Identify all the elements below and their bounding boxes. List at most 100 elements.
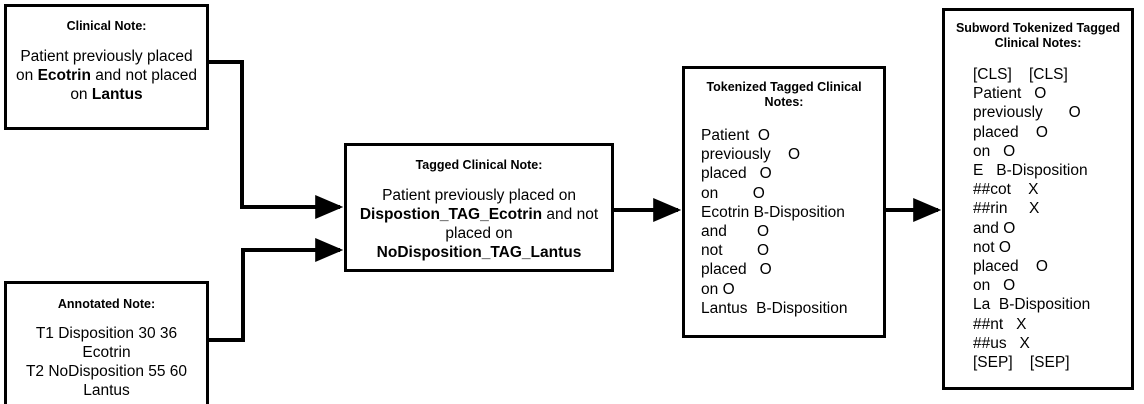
tag-text: O [757,242,770,260]
token-text: ##cot [973,181,1011,199]
text-segment-2: and not placed on [70,67,197,103]
clinical-note-box: Clinical Note: Patient previously placed… [4,4,209,130]
token-gap [1003,316,1016,333]
token-gap [747,165,760,182]
token-tag-row: placed O [973,257,1131,276]
text-segment-1: Dispostion_TAG_Ecotrin [359,206,543,223]
tag-text: O [1003,277,1016,295]
token-text: on [701,280,719,298]
tag-text: O [752,184,765,202]
tag-text: O [998,238,1011,256]
token-tag-row: [CLS] [CLS] [973,65,1131,84]
tag-text: B-Disposition [753,203,845,221]
token-tag-row: La B-Disposition [973,295,1131,314]
token-text: Patient [701,127,750,144]
tokenized-tagged-notes-box: Tokenized Tagged Clinical Notes: Patient… [682,66,886,338]
token-gap [990,143,1003,160]
token-gap [1043,104,1069,121]
tag-text: [CLS] [1029,66,1068,83]
text-segment-3: NoDisposition_TAG_Lantus [376,244,582,261]
token-gap [1007,200,1029,217]
tag-text: X [1016,315,1027,333]
token-gap [990,277,1003,294]
tag-text: B-Disposition [756,299,848,317]
token-tag-row: on O [701,280,883,299]
token-text: ##rin [973,200,1008,218]
token-tag-row: Lantus B-Disposition [701,299,883,318]
token-gap [1019,124,1036,141]
tag-text: O [757,127,770,144]
token-tag-row: [SEP] [SEP] [973,353,1131,372]
annotation-line: T1 Disposition 30 36 [35,325,178,342]
token-gap [983,162,996,179]
token-gap [1012,66,1029,83]
token-gap [771,146,788,163]
token-tag-row: ##us X [973,334,1131,353]
token-text: on [973,142,991,160]
token-text: Lantus [701,299,748,317]
token-tag-row: placed O [701,260,883,279]
token-text: E [973,162,984,180]
token-text: on [701,184,719,202]
text-segment-0: Patient previously placed on [16,48,193,84]
token-tag-row: on O [701,184,883,203]
token-gap [718,185,752,202]
token-text: and [973,219,999,237]
token-tag-row: on O [973,142,1131,161]
text-segment-1: Ecotrin [37,67,91,84]
token-tag-row: Patient O [701,126,883,145]
token-tag-row: E B-Disposition [973,161,1131,180]
token-tag-row: previously O [701,145,883,164]
token-text: Patient [973,85,1022,103]
token-gap [1019,258,1036,275]
token-gap [727,223,757,240]
token-gap [723,242,757,259]
token-text: placed [973,258,1019,276]
subword-tokenized-notes-box: Subword Tokenized Tagged Clinical Notes:… [942,8,1134,390]
token-text: [SEP] [973,354,1013,372]
annotated-note-title: Annotated Note: [57,297,156,311]
annotation-line: T2 NoDisposition 55 60 [25,363,188,380]
tag-text: O [759,261,772,279]
text-segment-3: Lantus [91,86,143,103]
token-text: [CLS] [973,66,1012,83]
token-text: not [701,242,723,260]
tagged-clinical-note-title: Tagged Clinical Note: [415,158,543,172]
tag-text: B-Disposition [998,296,1091,314]
tag-text: O [1068,104,1081,122]
token-text: placed [701,165,747,183]
annotation-line: Lantus [83,382,130,399]
token-tag-row: previously O [973,103,1131,122]
tag-text: O [757,223,770,241]
text-segment-0: Patient previously placed on [382,187,576,204]
token-text: placed [701,261,747,279]
tag-text: O [1035,258,1048,276]
token-text: and [701,223,727,241]
token-tag-row: placed O [973,123,1131,142]
tag-text: O [722,280,735,298]
token-gap [1013,354,1030,371]
tag-text: X [1029,200,1040,218]
token-gap [1007,335,1020,352]
tag-text: X [1019,334,1030,352]
token-text: La [973,296,991,314]
token-text: ##nt [973,315,1004,333]
token-tag-row: on O [973,276,1131,295]
token-gap [990,296,999,313]
token-tag-row: ##nt X [973,315,1131,334]
token-gap [747,261,760,278]
token-tag-row: Ecotrin B-Disposition [701,203,883,222]
tag-text: X [1028,181,1039,199]
token-tag-row: and O [701,222,883,241]
token-tag-row: placed O [701,164,883,183]
token-tag-row: not O [973,238,1131,257]
token-tag-row: not O [701,241,883,260]
tagged-clinical-note-body: Patient previously placed on Dispostion_… [347,186,611,262]
tag-text: B-Disposition [996,162,1088,180]
tag-text: O [759,165,772,183]
